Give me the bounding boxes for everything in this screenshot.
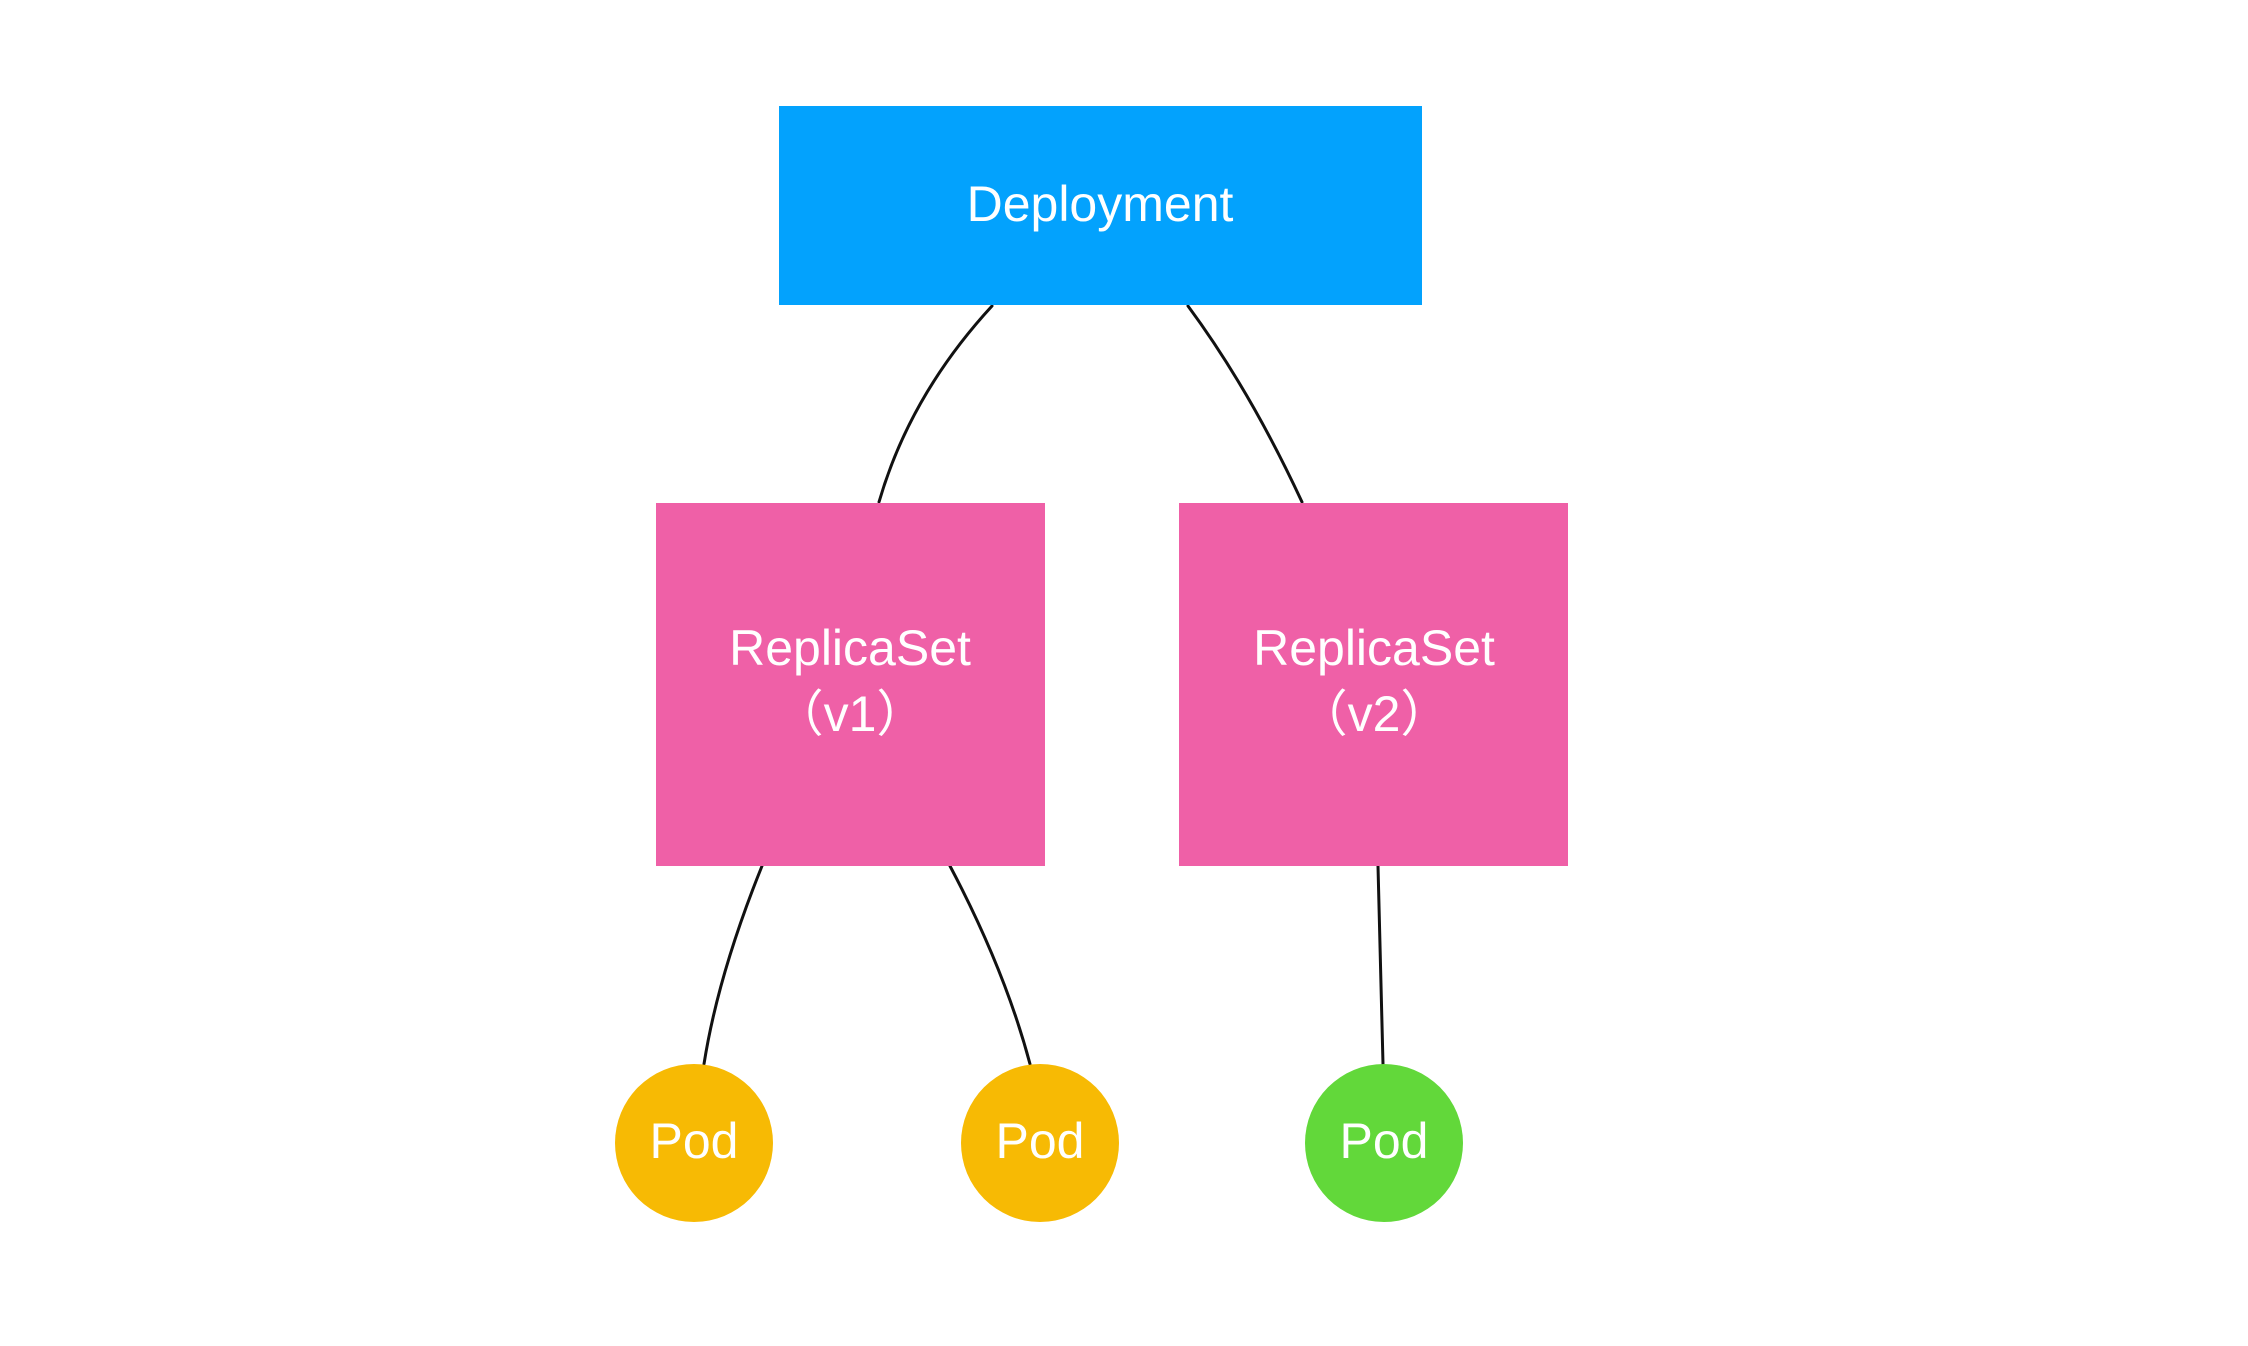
- edge-deployment-to-replicaset-v1: [877, 304, 994, 504]
- deployment-label: Deployment: [967, 176, 1234, 232]
- deployment-node: Deployment: [779, 106, 1422, 305]
- replicaset-label-v2: ReplicaSet: [1253, 620, 1495, 676]
- edge-replicaset-v2-to-pod-3: [1376, 864, 1385, 1066]
- replicaset-node-v1: ReplicaSet （v1）: [656, 503, 1045, 866]
- pod-node-3: Pod: [1305, 1064, 1463, 1222]
- replicaset-version-v2: （v2）: [1298, 686, 1451, 742]
- pod-circle-2: [961, 1064, 1119, 1222]
- pod-label-2: Pod: [996, 1113, 1085, 1169]
- edge-replicaset-v1-to-pod-1: [702, 864, 764, 1066]
- deployment-box: [779, 106, 1422, 305]
- pod-label-3: Pod: [1340, 1113, 1429, 1169]
- edge-deployment-to-replicaset-v2: [1186, 304, 1304, 504]
- replicaset-node-v2: ReplicaSet （v2）: [1179, 503, 1568, 866]
- pod-circle-3: [1305, 1064, 1463, 1222]
- replicaset-box-v2: [1179, 503, 1568, 866]
- pod-circle-1: [615, 1064, 773, 1222]
- pod-label-1: Pod: [650, 1113, 739, 1169]
- edge-replicaset-v1-to-pod-2: [948, 864, 1032, 1066]
- replicaset-box-v1: [656, 503, 1045, 866]
- pod-node-2: Pod: [961, 1064, 1119, 1222]
- replicaset-version-v1: （v1）: [774, 686, 927, 742]
- replicaset-label-v1: ReplicaSet: [729, 620, 971, 676]
- pod-node-1: Pod: [615, 1064, 773, 1222]
